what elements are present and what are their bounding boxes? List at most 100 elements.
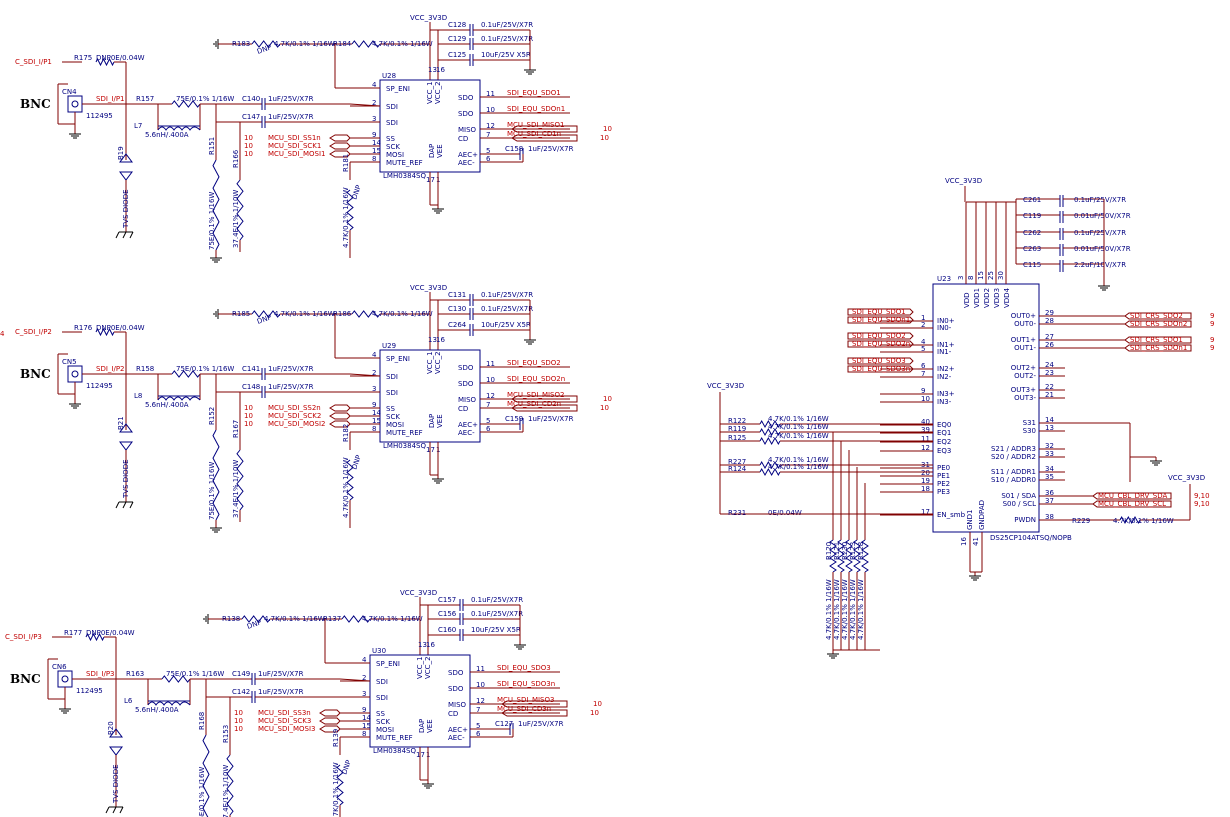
resistor-value: 4.7K/0.1% 1/16W — [841, 579, 849, 640]
ic-pin-name: MOSI — [386, 151, 404, 159]
ic-pin-name: VDD4 — [1003, 287, 1011, 308]
ic-pin-name: MUTE_REF — [386, 159, 423, 167]
capacitor-value: 10uF/25V X5R — [481, 51, 531, 59]
ic-pin-number: 16 — [960, 537, 968, 546]
lmh0384-ic — [379, 349, 481, 443]
resistor-value: 4.7K/0.1% 1/16W — [825, 579, 833, 640]
net-tag — [847, 316, 914, 324]
resistor-value: DNP0E/0.04W — [96, 54, 145, 62]
sheet-ref: 10 — [244, 404, 253, 412]
capacitor-ref: C158 — [505, 145, 523, 153]
ic-pin-number: 13 — [428, 336, 437, 344]
net-label: SDI_EQU_SDO3 — [497, 664, 551, 672]
net-label: SDI_CRS_SDO1 — [1130, 336, 1183, 344]
ic-pin-name: GND1 — [966, 509, 974, 530]
ic-pin-number: 3 — [372, 115, 376, 123]
dnp-label: DNP — [340, 759, 353, 776]
net-label: MCU_CBL_DRV_SDA — [1098, 492, 1168, 500]
ic-pin-name: OUT3- — [1014, 394, 1036, 402]
capacitor-value: 1uF/25V/X7R — [258, 688, 304, 696]
ic-pin-name: OUT2+ — [1011, 364, 1036, 372]
ic-pin-number: 24 — [1045, 361, 1054, 369]
ic-pin-name: VCC_1 — [426, 351, 434, 374]
series-resistor — [171, 100, 201, 108]
net-label: MCU_SDI_CD2n — [507, 400, 561, 408]
net-tag — [319, 725, 341, 733]
capacitor-ref: C131 — [448, 291, 466, 299]
resistor-value: 4.7K/0.1% 1/16W — [833, 579, 841, 640]
resistor-ref: R120 — [825, 542, 833, 560]
capacitor-value: 0.1uF/25V/X7R — [1074, 229, 1126, 237]
ic-pin-number: 15 — [362, 722, 371, 730]
ic-pin-name: EQ2 — [937, 438, 951, 446]
net-label: MCU_CBL_DRV_SCL — [1098, 500, 1166, 508]
ic-pin-name: EQ1 — [937, 429, 951, 437]
resistor-value: 4.7K/0.1% 1/16W — [857, 579, 865, 640]
net-tag — [847, 357, 914, 365]
resistor-ref: R176 — [74, 324, 93, 332]
ic-pin-number: 32 — [1045, 442, 1054, 450]
resistor-ref: R153 — [222, 725, 230, 743]
ic-pin-number: 8 — [372, 425, 376, 433]
capacitor-value: 0.1uF/25V/X7R — [471, 596, 523, 604]
ic-pin-number: 28 — [1045, 317, 1054, 325]
ic-part: LMH0384SQ — [383, 172, 426, 180]
connector-part: 112495 — [76, 687, 103, 695]
ic-pin-number: 11 — [486, 360, 495, 368]
resistor-ref: R124 — [728, 465, 747, 473]
ic-pin-number: 9 — [372, 401, 376, 409]
capacitor-value: 1uF/25V/X7R — [528, 415, 574, 423]
chassis-ground — [105, 806, 110, 814]
resistor-ref: R138 — [222, 615, 240, 623]
net-label: MCU_SDI_MOSI1 — [268, 150, 325, 158]
capacitor-ref: C125 — [448, 51, 466, 59]
bnc-connector — [67, 95, 83, 113]
ic-part: DS25CP104ATSQ/NOPB — [990, 534, 1072, 542]
pullup-resistor — [759, 419, 781, 429]
capacitor-ref: C149 — [232, 670, 250, 678]
resistor-value: 37.4E/1% 1/10W — [232, 460, 240, 518]
capacitor-value: 0.1uF/25V/X7R — [481, 21, 533, 29]
resistor-value: 75E/0.1% 1/16W — [198, 767, 206, 817]
chassis-ground — [122, 231, 127, 239]
resistor-value: 37.4E/1% 1/10W — [232, 190, 240, 248]
net-label: SDI_I/P2 — [96, 365, 125, 373]
tvs-diode-symbol — [119, 153, 133, 163]
resistor-ref: R231 — [728, 509, 746, 517]
ic-pin-name: VDD1 — [973, 288, 981, 308]
ic-pin-number: 14 — [1045, 416, 1054, 424]
net-label: SDI_EQU_SDO3n — [852, 365, 910, 373]
tvs-diode-symbol — [119, 171, 133, 181]
capacitor-value: 0.1uF/25V/X7R — [481, 291, 533, 299]
inductor-ref: L6 — [124, 697, 133, 705]
resistor-value: 4.7K/0.1% 1/16W — [768, 456, 829, 464]
ic-pin-number: 5 — [921, 345, 925, 353]
resistor-value: DNP0E/0.04W — [96, 324, 145, 332]
ic-pin-name: SDO — [458, 94, 474, 102]
sheet-ref: 10 — [600, 134, 609, 142]
diode-value: TVS DIODE — [122, 459, 130, 499]
ic-pin-number: 39 — [921, 426, 930, 434]
ic-pin-name: DAP — [418, 719, 426, 733]
net-label: SDI_EQU_SDO2n — [507, 375, 565, 383]
resistor-ref: R121 — [833, 542, 841, 560]
resistor-ref: R186 — [333, 310, 352, 318]
sheet-ref: 9 — [1210, 336, 1214, 344]
ic-pin-number: 18 — [921, 485, 930, 493]
ic-pin-name: IN0- — [937, 324, 952, 332]
resistor-ref: R181 — [342, 154, 350, 172]
capacitor-ref: C263 — [1023, 245, 1041, 253]
ic-pin-name: VDD2 — [983, 288, 991, 308]
resistor-value: 4.7K/0.1% 1/16W — [342, 457, 350, 518]
ic-pin-number: 8 — [967, 276, 975, 280]
ic-pin-name: MISO — [458, 396, 477, 404]
bnc-connector — [57, 670, 73, 688]
bnc-label: BNC — [20, 367, 51, 381]
pulldown-resistor — [861, 539, 869, 573]
resistor-ref: R122 — [728, 417, 746, 425]
crosspoint-switch-section: VCC_3V3DU23DS25CP104ATSQ/NOPBVDD3VDD18VD… — [707, 177, 1214, 659]
sheet-ref: 10 — [593, 700, 602, 708]
net-label: SDI_EQU_SDO1 — [507, 89, 561, 97]
